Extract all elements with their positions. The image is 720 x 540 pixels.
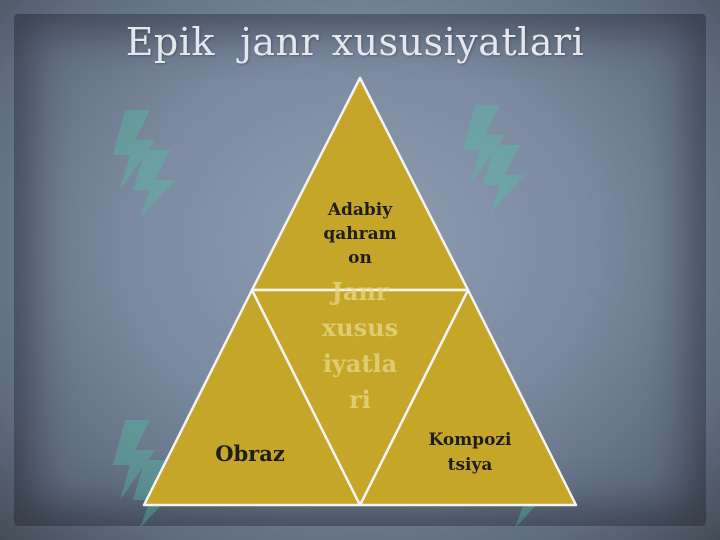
soff-logo-watermark-icon bbox=[463, 105, 525, 213]
label-center-line: iyatla bbox=[322, 349, 398, 378]
label-center: Janr xusus iyatla ri bbox=[300, 274, 420, 418]
soff-logo-watermark-icon bbox=[113, 110, 175, 218]
label-right: Kompozi tsiya bbox=[410, 428, 530, 478]
label-top-line: Adabiy bbox=[327, 200, 393, 220]
label-center-line: ri bbox=[349, 385, 371, 414]
label-center-line: xusus bbox=[321, 313, 399, 342]
slide-title: Epik janr xususiyatlari bbox=[125, 20, 585, 64]
label-left-line: Obraz bbox=[215, 441, 285, 466]
label-center-line: Janr bbox=[331, 277, 389, 306]
label-top-line: qahram bbox=[323, 224, 397, 244]
label-right-line: Kompozi bbox=[428, 430, 512, 450]
label-top: Adabiy qahram on bbox=[300, 198, 420, 270]
label-left: Obraz bbox=[190, 440, 310, 468]
triangle-center bbox=[250, 288, 470, 507]
label-top-line: on bbox=[348, 248, 372, 268]
label-right-line: tsiya bbox=[447, 455, 493, 475]
